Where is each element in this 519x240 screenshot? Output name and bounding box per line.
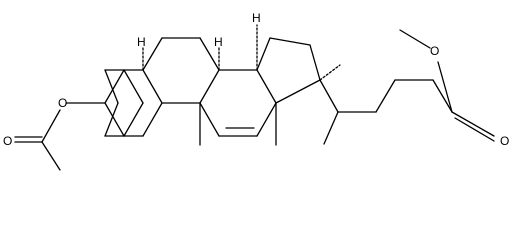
- ringC-3: [256, 102, 277, 137]
- molecule-canvas: O O H H H O O: [3, 11, 509, 171]
- oxygen-label: O: [3, 134, 12, 148]
- chain-5: [432, 79, 453, 113]
- chain-1: [319, 79, 339, 113]
- ringA-5: [142, 102, 163, 137]
- hydrogen-label: H: [214, 35, 223, 49]
- bond-c5-c10: [104, 102, 119, 137]
- bond-c1-c2: [123, 102, 144, 137]
- ringD-2: [269, 37, 311, 46]
- oxygen-label: O: [58, 96, 67, 110]
- hash-c17: [319, 64, 341, 81]
- carbonyl-right-2: [454, 117, 495, 142]
- oxygen-label: O: [430, 44, 439, 58]
- ringA-3: [104, 102, 125, 137]
- acetyl-methyl: [41, 141, 61, 171]
- ringD-3: [309, 44, 321, 81]
- acetyl-1: [41, 109, 61, 143]
- ester-o-right: [437, 61, 453, 113]
- hydrogen-label: H: [252, 11, 261, 25]
- ringB-3: [199, 37, 220, 71]
- steroid-ester-structure: O O H H H O O: [3, 11, 509, 171]
- ringD-1: [256, 37, 271, 71]
- ringA-6: [142, 69, 163, 104]
- ringA-2: [104, 69, 125, 104]
- hydrogen-label: H: [137, 35, 146, 49]
- carbonyl-right: [451, 111, 495, 137]
- bond-c4-c5: [104, 69, 119, 104]
- ringC-5: [199, 102, 220, 137]
- chain-3: [375, 79, 396, 113]
- chain-methyl: [323, 111, 339, 145]
- ringB-1: [142, 37, 163, 71]
- ringD-4: [275, 79, 321, 104]
- bond-c3-c4: [123, 69, 144, 104]
- oxygen-label: O: [500, 134, 509, 148]
- ringB-4: [199, 69, 220, 104]
- ringC-2: [256, 69, 277, 104]
- methoxy: [399, 29, 431, 49]
